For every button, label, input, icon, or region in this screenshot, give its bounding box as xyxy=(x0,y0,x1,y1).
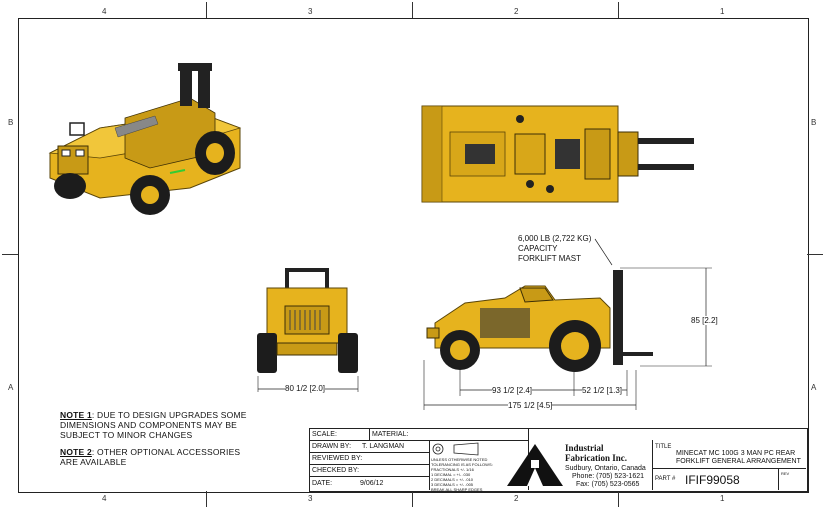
side-view-vehicle xyxy=(426,270,653,372)
zone-tick xyxy=(412,2,413,18)
company-location: Sudbury, Ontario, Canada xyxy=(565,465,646,472)
zone-label-left-a: A xyxy=(8,383,14,392)
zone-label-bottom-3: 3 xyxy=(308,494,313,503)
material-label: MATERIAL: xyxy=(372,431,409,438)
zone-tick xyxy=(618,491,619,507)
front-overhang-dimension: 52 1/2 [1.3] xyxy=(582,386,623,395)
zone-tick xyxy=(618,2,619,18)
company-phone: Phone: (705) 523-1621 xyxy=(572,473,644,480)
rev-label: REV xyxy=(781,471,790,476)
company-logo xyxy=(507,444,563,486)
company-fax: Fax: (705) 523-0565 xyxy=(576,481,640,488)
tb-divider xyxy=(309,452,429,453)
company-name-line2: Fabrication Inc. xyxy=(565,453,627,463)
zone-label-bottom-4: 4 xyxy=(102,494,107,503)
tb-divider xyxy=(652,440,653,490)
zone-tick xyxy=(807,254,823,255)
overall-length-dimension: 175 1/2 [4.5] xyxy=(508,401,553,410)
zone-tick xyxy=(2,254,18,255)
top-view-vehicle xyxy=(421,105,694,203)
note-1: NOTE 1: DUE TO DESIGN UPGRADES SOME DIME… xyxy=(60,410,260,440)
date-value: 9/06/12 xyxy=(360,480,384,487)
tolerance-line: TOLERANCING IS AS FOLLOWS: xyxy=(431,462,493,467)
tolerance-line: FRACTIONALS +/- 1/16 xyxy=(431,467,474,472)
zone-label-top-1: 1 xyxy=(720,7,725,16)
checked-by-label: CHECKED BY: xyxy=(312,467,360,474)
zone-tick xyxy=(206,2,207,18)
tolerance-line: 1 DECIMAL = +/- .030 xyxy=(431,472,471,477)
capacity-callout-line2: CAPACITY xyxy=(518,244,558,253)
tb-divider xyxy=(652,468,806,469)
zone-label-top-3: 3 xyxy=(308,7,313,16)
date-label: DATE: xyxy=(312,480,333,487)
zone-label-bottom-2: 2 xyxy=(514,494,519,503)
zone-label-right-b: B xyxy=(811,118,817,127)
company-name-line1: Industrial xyxy=(565,443,604,453)
projection-symbol-icon xyxy=(432,442,479,456)
tb-divider xyxy=(429,440,430,490)
tb-divider xyxy=(369,428,370,440)
capacity-callout-line3: FORKLIFT MAST xyxy=(518,254,581,263)
title-line1: MINECAT MC 100G 3 MAN PC REAR xyxy=(676,450,796,457)
zone-label-top-4: 4 xyxy=(102,7,107,16)
iso-view-vehicle xyxy=(48,63,242,215)
title-label: TITLE xyxy=(655,444,672,450)
drawn-by-label: DRAWN BY: xyxy=(312,443,352,450)
zone-label-bottom-1: 1 xyxy=(720,494,725,503)
zone-label-right-a: A xyxy=(811,383,817,392)
note-2: NOTE 2: OTHER OPTIONAL ACCESSORIES ARE A… xyxy=(60,447,260,467)
drawn-by-value: T. LANGMAN xyxy=(362,443,405,450)
scale-label: SCALE: xyxy=(312,431,337,438)
tolerance-line: 2 DECIMALS = +/- .010 xyxy=(431,477,474,482)
front-view-vehicle xyxy=(257,268,358,373)
capacity-callout-line1: 6,000 LB (2,722 KG) xyxy=(518,234,592,243)
part-number: IFIF99058 xyxy=(685,473,740,487)
wheelbase-dimension: 93 1/2 [2.4] xyxy=(492,386,533,395)
zone-label-left-b: B xyxy=(8,118,14,127)
tolerance-line: 3 DECIMALS = +/- .005 xyxy=(431,482,474,487)
tb-divider xyxy=(778,468,779,490)
drawing-border xyxy=(18,18,809,493)
zone-tick xyxy=(206,491,207,507)
zone-tick xyxy=(412,491,413,507)
note-1-text: : DUE TO DESIGN UPGRADES SOME DIMENSIONS… xyxy=(60,410,247,440)
reviewed-by-label: REVIEWED BY: xyxy=(312,455,363,462)
height-dimension: 85 [2.2] xyxy=(691,316,718,325)
tolerance-line: UNLESS OTHERWISE NOTED xyxy=(431,457,488,462)
tolerance-notes: UNLESS OTHERWISE NOTED TOLERANCING IS AS… xyxy=(431,457,493,492)
tolerance-line: BREAK ALL SHARP EDGES xyxy=(431,487,483,492)
part-label: PART # xyxy=(655,476,676,482)
note-1-label: NOTE 1 xyxy=(60,410,92,420)
note-2-label: NOTE 2 xyxy=(60,447,92,457)
zone-label-top-2: 2 xyxy=(514,7,519,16)
width-dimension: 80 1/2 [2.0] xyxy=(285,384,326,393)
tb-divider xyxy=(309,440,528,441)
note-2-text: : OTHER OPTIONAL ACCESSORIES ARE AVAILAB… xyxy=(60,447,241,467)
tb-divider xyxy=(309,476,429,477)
title-line2: FORKLIFT GENERAL ARRANGEMENT xyxy=(676,458,801,465)
tb-divider xyxy=(309,464,429,465)
